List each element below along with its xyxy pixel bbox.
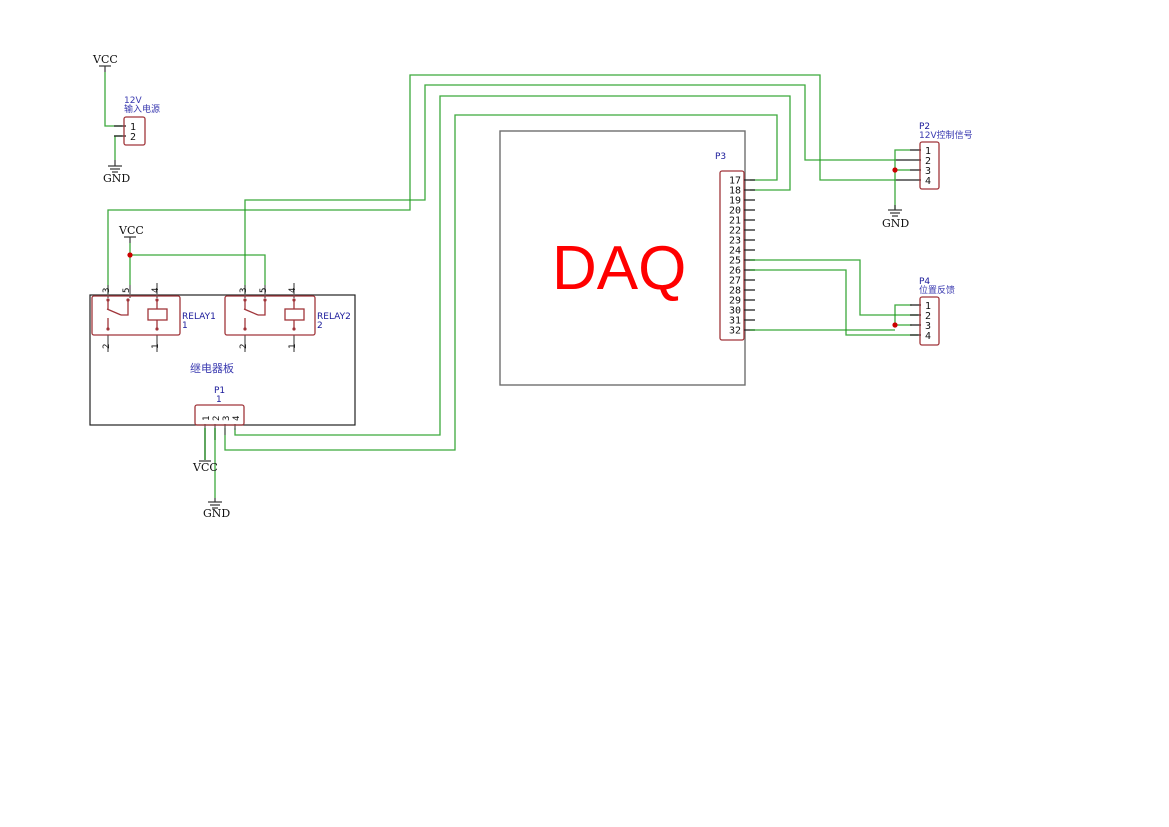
relay-2: RELAY2 2 3 5 4 2 1 [224, 283, 351, 352]
p2-pin-2: 2 [925, 156, 931, 167]
junction-dot [127, 252, 133, 258]
relay-1-pin-5: 5 [122, 288, 132, 293]
p1-connector: P1 1 1 2 3 4 VCC GND [192, 386, 245, 520]
relay-2-ref: RELAY2 [317, 312, 351, 322]
vcc-label: VCC [92, 53, 118, 66]
relay-1-pin-4: 4 [151, 288, 161, 293]
wire-p1-pin4-to-p3-pin18 [234, 95, 791, 436]
p4-value: 位置反馈 [919, 284, 955, 296]
p4-connector: P4 位置反馈 1 2 3 4 [892, 277, 955, 346]
12v-connector-ref: 12V [124, 96, 142, 106]
relay-1-value: 1 [182, 321, 188, 331]
relay-2-body [224, 295, 316, 336]
12v-connector-value: 输入电源 [124, 103, 160, 115]
p3-pin-30: 30 [729, 306, 741, 317]
p4-ref: P4 [919, 277, 930, 287]
wire-p2-pin1-gnd [894, 149, 910, 210]
p3-body [719, 170, 745, 341]
wire-p1-pin3-to-p3-pin17 [224, 114, 778, 451]
p3-pin-26: 26 [729, 266, 741, 277]
p2-pin-1: 1 [925, 146, 931, 157]
wire-relay1-pin3-to-p2-pin4 [107, 74, 896, 296]
p3-pin-17: 17 [729, 176, 741, 187]
junction-dot [892, 322, 898, 328]
p1-pin-2: 2 [212, 416, 222, 421]
wire-gnd-to-12v-pin2 [114, 135, 122, 160]
p3-pin-24: 24 [729, 246, 741, 257]
relay-2-pin-2: 2 [239, 344, 249, 349]
wire-vcc-relay2-pin5 [130, 254, 266, 285]
p3-pin-25: 25 [729, 256, 741, 267]
12v-pin-2: 2 [130, 132, 136, 143]
gnd-symbol [108, 160, 122, 173]
p3-pin-31: 31 [729, 316, 741, 327]
p1-pin-4: 4 [232, 416, 242, 421]
p3-pin-20: 20 [729, 206, 741, 217]
p2-pin-4: 4 [925, 176, 931, 187]
daq-label: DAQ [552, 234, 686, 303]
gnd-symbol [208, 498, 222, 509]
p4-pin-2: 2 [925, 311, 931, 322]
p3-pin-27: 27 [729, 276, 741, 287]
relay-2-pin-5: 5 [259, 288, 269, 293]
p1-pin-1: 1 [202, 416, 212, 421]
12v-connector-body [123, 116, 146, 146]
p3-pin-21: 21 [729, 216, 741, 227]
p1-gnd-label: GND [203, 507, 230, 520]
p4-body [919, 296, 940, 346]
p3-pin-32: 32 [729, 326, 741, 337]
p1-ref: P1 [214, 386, 225, 396]
p3-ref: P3 [715, 152, 726, 162]
p3-pin-19: 19 [729, 196, 741, 207]
p4-pin-4: 4 [925, 331, 931, 342]
gnd-label: GND [103, 172, 130, 185]
relay-vcc-label: VCC [118, 224, 144, 237]
relay-board-title: 继电器板 [190, 361, 234, 375]
p2-ref: P2 [919, 122, 930, 132]
signal-wires [107, 74, 896, 451]
gnd-symbol [888, 205, 902, 217]
p1-vcc-label: VCC [192, 461, 218, 474]
junction-dot [892, 167, 898, 173]
daq-outline [499, 130, 746, 386]
p2-body [919, 141, 940, 190]
relay-1-ref: RELAY1 [182, 312, 216, 322]
relay-2-value: 2 [317, 321, 323, 331]
p4-pin-1: 1 [925, 301, 931, 312]
p3-pin-18: 18 [729, 186, 741, 197]
feedback-wires [750, 259, 918, 336]
p1-body [194, 404, 245, 426]
relay-2-pin-4: 4 [288, 288, 298, 293]
p2-pin-3: 3 [925, 166, 931, 177]
relay-1: RELAY1 1 3 5 4 2 1 [91, 283, 216, 352]
relay-board: 继电器板 VCC RELAY1 1 3 5 [89, 224, 356, 520]
wire-vcc-to-12v-pin1 [104, 72, 122, 127]
wire-p4-pin1-pin3 [894, 304, 912, 326]
power-input-block: VCC 12V 输入电源 1 2 GND [92, 53, 160, 185]
p3-pin-22: 22 [729, 226, 741, 237]
relay-1-body [91, 295, 181, 336]
p1-pin-3: 3 [222, 416, 232, 421]
relay-2-pin-3: 3 [239, 288, 249, 293]
wire-relay2-pin3-to-p2-pin2 [244, 84, 896, 296]
p2-value: 12V控制信号 [919, 129, 973, 141]
relay-1-pin-1: 1 [151, 344, 161, 349]
wire-p3-pin26-to-p4-pin4 [750, 269, 918, 336]
p2-gnd-label: GND [882, 217, 909, 230]
p2-connector: P2 12V控制信号 1 2 3 4 GND [882, 122, 973, 230]
relay-1-pin-3: 3 [102, 288, 112, 293]
p4-pin-3: 3 [925, 321, 931, 332]
p3-pin-28: 28 [729, 286, 741, 297]
p3-pin-23: 23 [729, 236, 741, 247]
wire-p3-pin25-to-p4-pin2 [750, 259, 918, 316]
p1-value: 1 [216, 395, 222, 405]
relay-2-pin-1: 1 [288, 344, 298, 349]
12v-pin-1: 1 [130, 122, 136, 133]
p3-pin-29: 29 [729, 296, 741, 307]
relay-1-pin-2: 2 [102, 344, 112, 349]
